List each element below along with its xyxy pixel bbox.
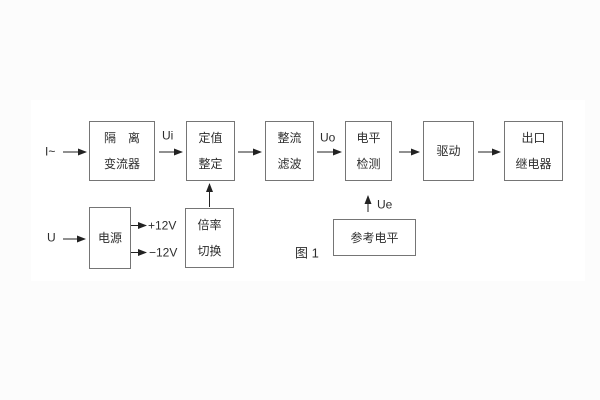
- label-ue: Ue: [377, 197, 393, 212]
- block-rectify-filter: 整流滤波: [265, 121, 314, 181]
- block-ratio-switch-label: 倍率: [197, 218, 222, 232]
- block-isolation-transformer: 隔 离变流器: [89, 121, 155, 181]
- block-drive: 驱动: [423, 121, 474, 181]
- block-level-detection-label: 电平: [356, 131, 381, 145]
- figure-caption: 图 1: [295, 245, 319, 261]
- block-reference-level: 参考电平: [333, 219, 416, 256]
- block-setting-adjustment: 定值整定: [186, 121, 235, 181]
- block-setting-adjustment-label: 整定: [198, 157, 223, 171]
- block-output-relay: 出口继电器: [504, 121, 563, 181]
- block-power-supply-label: 电源: [97, 231, 122, 245]
- block-setting-adjustment-label: 定值: [198, 131, 223, 145]
- block-rectify-filter-label: 整流: [277, 131, 302, 145]
- block-drive-label: 驱动: [436, 144, 461, 158]
- block-ratio-switch: 倍率切换: [185, 208, 234, 268]
- block-level-detection-label: 检测: [356, 157, 381, 171]
- label-minus-12v: −12V: [149, 245, 178, 260]
- block-output-relay-label: 出口: [521, 131, 546, 145]
- label-input-voltage: U: [47, 230, 56, 245]
- block-output-relay-label: 继电器: [515, 157, 552, 171]
- block-isolation-transformer-label: 变流器: [103, 157, 140, 171]
- label-plus-12v: +12V: [148, 218, 177, 233]
- block-power-supply: 电源: [89, 207, 131, 269]
- block-level-detection: 电平检测: [345, 121, 392, 181]
- label-ui: Ui: [162, 128, 174, 143]
- label-input-current: I~: [45, 144, 56, 159]
- block-reference-level-label: 参考电平: [350, 230, 399, 245]
- label-uo: Uo: [320, 130, 336, 145]
- block-isolation-transformer-label: 隔 离: [103, 131, 140, 145]
- block-rectify-filter-label: 滤波: [277, 157, 302, 171]
- block-ratio-switch-label: 切换: [197, 244, 222, 258]
